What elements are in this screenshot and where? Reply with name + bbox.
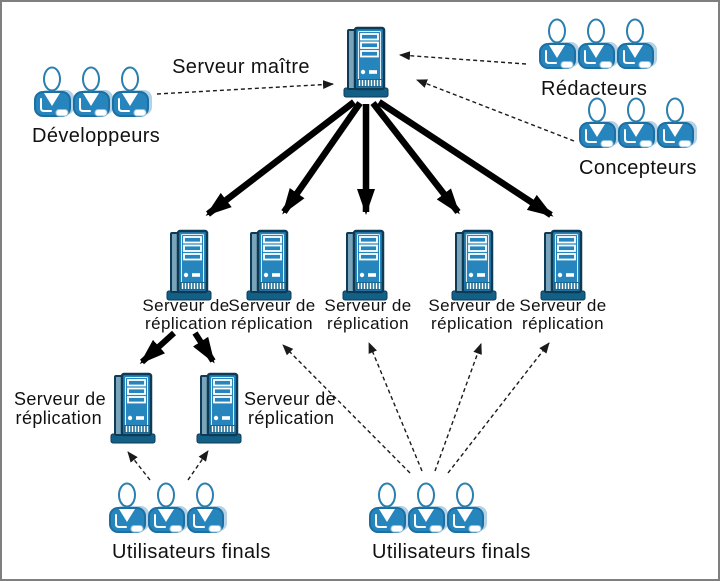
- replication-server-4-icon: [450, 229, 498, 302]
- svg-text:Serveur de: Serveur de: [142, 296, 229, 315]
- master-fan-arrows: [205, 99, 554, 218]
- master-server-icon: [342, 26, 390, 99]
- endusers-left-label: Utilisateurs finals: [112, 541, 271, 563]
- replication-server-1-label: Serveur de réplication: [142, 296, 229, 333]
- dashed-arrow-endusers-right-to-replication-3: [368, 342, 423, 472]
- lower-replication-server-right-label: Serveur de réplication: [244, 389, 336, 428]
- developers-users-icon: [35, 68, 152, 117]
- dashed-arrow-developers-to-master: [156, 80, 334, 95]
- svg-text:Serveur de: Serveur de: [519, 296, 606, 315]
- svg-text:réplication: réplication: [231, 314, 313, 333]
- dashed-arrow-designers-to-master: [416, 79, 575, 142]
- designers-users-icon: [580, 99, 697, 148]
- replication-server-3-icon: [341, 229, 389, 302]
- svg-text:réplication: réplication: [327, 314, 409, 333]
- arrow-replication1-to-lower-left: [139, 330, 177, 365]
- developers-label: Développeurs: [32, 125, 160, 147]
- dashed-arrow-endusers-right-to-replication-4: [434, 343, 482, 472]
- endusers-right-label: Utilisateurs finals: [372, 541, 531, 563]
- editors-users-icon: [540, 20, 657, 69]
- lower-replication-server-left-label: Serveur de réplication: [14, 389, 106, 428]
- svg-text:Serveur de: Serveur de: [228, 296, 315, 315]
- editors-label: Rédacteurs: [541, 78, 647, 100]
- svg-text:réplication: réplication: [16, 408, 102, 428]
- arrow-master-to-replication-4: [370, 101, 461, 215]
- endusers-right-icon: [370, 484, 487, 533]
- replication-server-2-label: Serveur de réplication: [228, 296, 315, 333]
- master-server-label: Serveur maître: [172, 56, 310, 78]
- dashed-arrow-editors-to-master: [399, 51, 527, 65]
- arrow-master-to-replication-2: [281, 101, 363, 215]
- replication-sub-arrows: [139, 330, 216, 365]
- dashed-arrow-endusers-right-to-replication-5: [447, 342, 550, 474]
- dashed-arrow-endusers-right-to-replication-2: [282, 344, 411, 474]
- svg-text:Serveur de: Serveur de: [324, 296, 411, 315]
- dashed-arrow-endusers-left-to-lower-right: [187, 450, 209, 481]
- dashed-arrows: [127, 51, 575, 481]
- replication-server-5-label: Serveur de réplication: [519, 296, 606, 333]
- lower-replication-server-left-icon: [109, 372, 157, 445]
- replication-server-1-icon: [165, 229, 213, 302]
- replication-server-5-icon: [539, 229, 587, 302]
- replication-server-2-icon: [245, 229, 293, 302]
- arrow-master-to-replication-1: [205, 99, 356, 217]
- svg-text:Serveur de: Serveur de: [244, 389, 336, 409]
- endusers-left-icon: [110, 484, 227, 533]
- svg-text:réplication: réplication: [145, 314, 227, 333]
- dashed-arrow-endusers-left-to-lower-left: [127, 451, 151, 481]
- replication-server-4-label: Serveur de réplication: [428, 296, 515, 333]
- svg-text:Serveur de: Serveur de: [428, 296, 515, 315]
- svg-text:réplication: réplication: [522, 314, 604, 333]
- svg-text:réplication: réplication: [248, 408, 334, 428]
- replication-server-3-label: Serveur de réplication: [324, 296, 411, 333]
- svg-text:Serveur de: Serveur de: [14, 389, 106, 409]
- lower-replication-server-right-icon: [195, 372, 243, 445]
- arrow-replication1-to-lower-right: [192, 331, 216, 364]
- designers-label: Concepteurs: [579, 157, 697, 179]
- arrow-master-to-replication-5: [377, 99, 554, 218]
- svg-text:réplication: réplication: [431, 314, 513, 333]
